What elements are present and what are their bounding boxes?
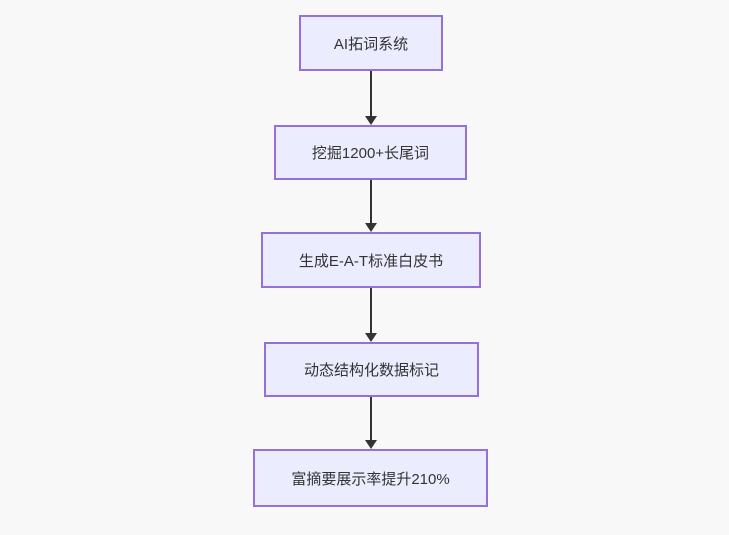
flowchart-edge-3 — [364, 288, 378, 342]
node-label: AI拓词系统 — [333, 35, 409, 53]
flowchart-node-rich-snippet-rate: 富摘要展示率提升210% — [253, 449, 488, 507]
flowchart-edge-1 — [364, 71, 378, 125]
edge-line — [370, 71, 372, 116]
edge-line — [370, 288, 372, 333]
arrow-down-icon — [365, 333, 377, 342]
edge-line — [370, 180, 372, 223]
flowchart-node-ai-word-expansion: AI拓词系统 — [299, 15, 443, 71]
node-label: 动态结构化数据标记 — [303, 362, 439, 379]
edge-line — [370, 397, 372, 440]
flowchart-node-structured-data-markup: 动态结构化数据标记 — [264, 342, 479, 397]
arrow-down-icon — [365, 440, 377, 449]
arrow-down-icon — [365, 116, 377, 125]
flowchart-node-eat-whitepaper: 生成E-A-T标准白皮书 — [261, 232, 481, 288]
flowchart-edge-2 — [364, 180, 378, 232]
node-label: 生成E-A-T标准白皮书 — [298, 252, 444, 270]
arrow-down-icon — [365, 223, 377, 232]
node-label: 挖掘1200+长尾词 — [311, 145, 430, 162]
flowchart-edge-4 — [364, 397, 378, 449]
node-label: 富摘要展示率提升210% — [291, 470, 450, 488]
flowchart-node-longtail-mining: 挖掘1200+长尾词 — [274, 125, 467, 180]
